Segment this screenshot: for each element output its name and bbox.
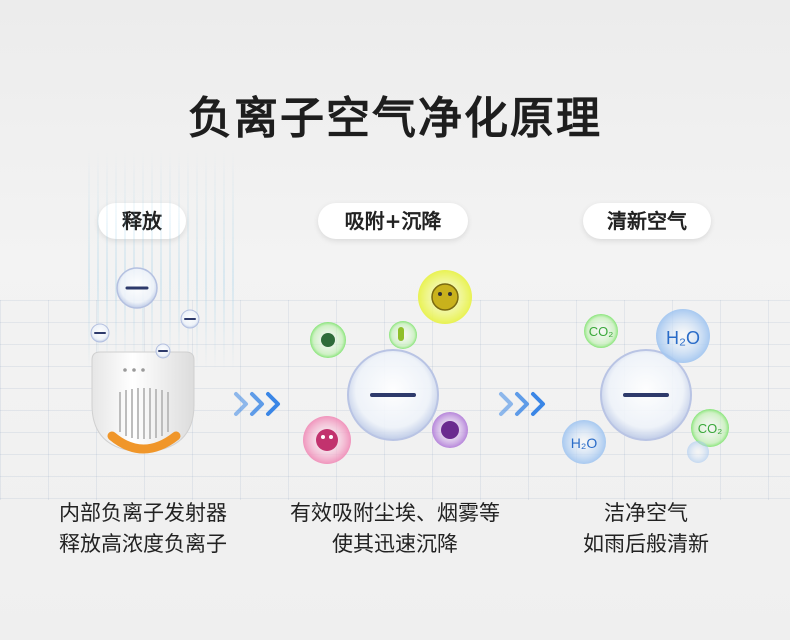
negative-ion-icon xyxy=(90,323,110,343)
bacteria-icon xyxy=(303,416,351,464)
step-label-adsorb: 吸附+沉降 xyxy=(318,203,468,239)
caption-line: 内部负离子发射器 xyxy=(59,501,227,525)
caption-line: 释放高浓度负离子 xyxy=(59,532,227,556)
caption-line: 如雨后般清新 xyxy=(583,532,709,556)
page-title: 负离子空气净化原理 xyxy=(188,93,602,144)
h2o-label: H₂O xyxy=(666,328,700,348)
bacteria-icon xyxy=(418,270,472,324)
h2o-label: H₂O xyxy=(571,435,598,451)
ion-beams xyxy=(88,150,238,370)
negative-ion-icon xyxy=(347,349,439,441)
co2-label: CO₂ xyxy=(589,324,614,339)
caption-line: 洁净空气 xyxy=(604,501,688,525)
co2-molecule-icon: CO₂ xyxy=(584,314,618,348)
caption-release: 内部负离子发射器 释放高浓度负离子 xyxy=(40,498,246,560)
negative-ion-icon xyxy=(600,349,692,441)
chevron-triple-right-icon xyxy=(234,392,280,416)
bacteria-icon xyxy=(432,412,468,448)
negative-ion-icon xyxy=(155,343,171,359)
step-label-fresh-air: 清新空气 xyxy=(583,203,711,239)
water-droplet-icon xyxy=(687,441,709,463)
co2-molecule-icon: CO₂ xyxy=(691,409,729,447)
step-label-release: 释放 xyxy=(98,203,186,239)
caption-adsorb: 有效吸附尘埃、烟雾等 使其迅速沉降 xyxy=(270,498,520,560)
h2o-molecule-icon: H₂O xyxy=(562,420,606,464)
bacteria-icon xyxy=(389,321,417,349)
purifier-device-icon xyxy=(91,351,195,454)
caption-line: 使其迅速沉降 xyxy=(332,532,458,556)
h2o-molecule-icon: H₂O xyxy=(656,309,710,363)
negative-ion-icon xyxy=(180,309,200,329)
caption-fresh-air: 洁净空气 如雨后般清新 xyxy=(560,498,732,560)
negative-ion-icon xyxy=(116,267,158,309)
bacteria-icon xyxy=(310,322,346,358)
chevron-triple-right-icon xyxy=(499,392,545,416)
co2-label: CO₂ xyxy=(698,421,723,436)
caption-line: 有效吸附尘埃、烟雾等 xyxy=(290,501,500,525)
